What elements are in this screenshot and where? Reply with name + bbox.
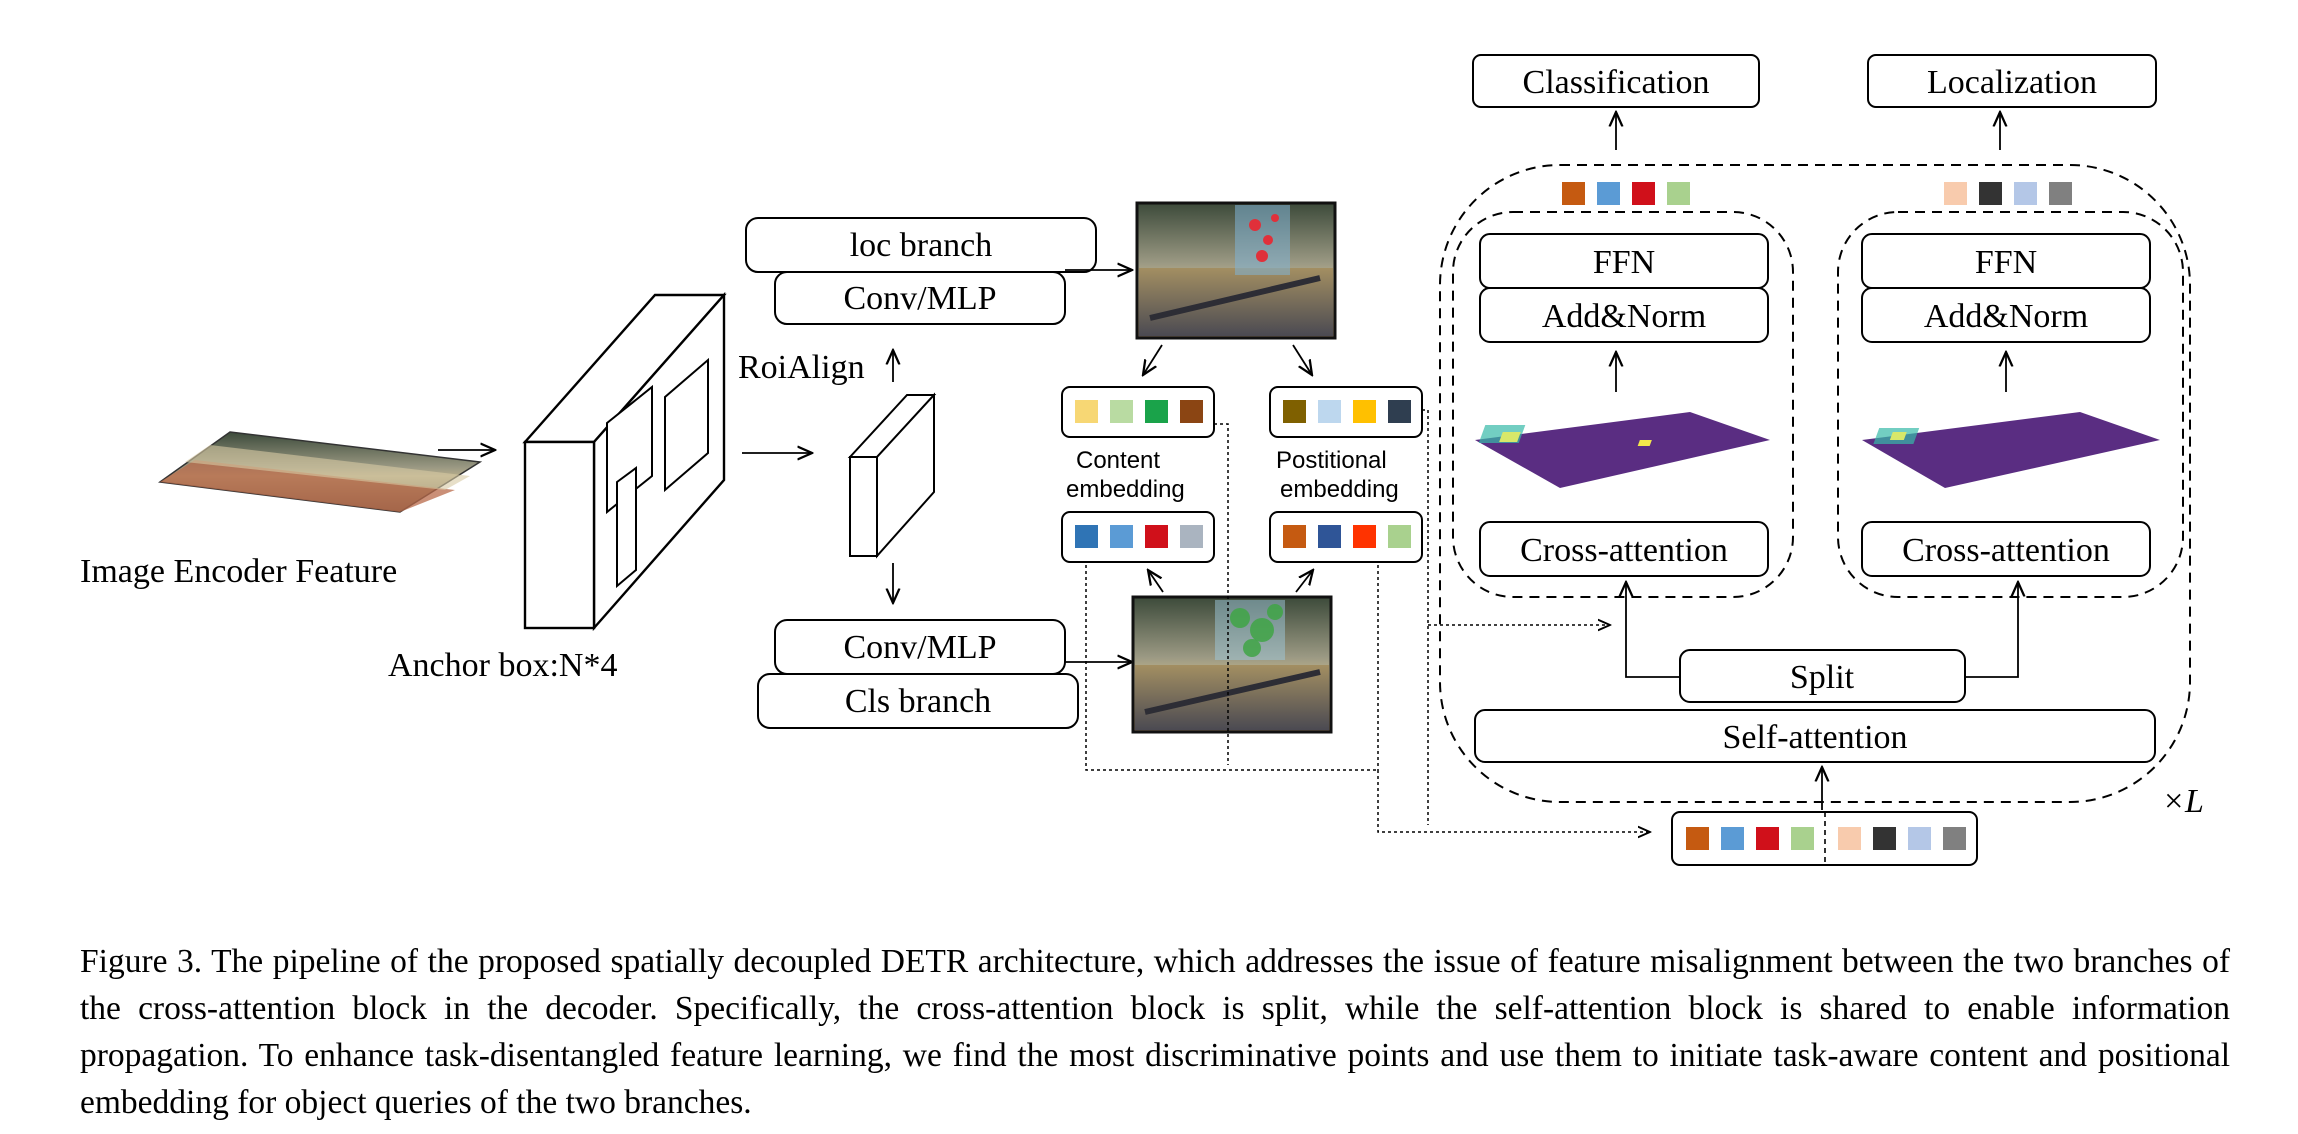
color-swatch <box>1686 827 1709 850</box>
localization-label: Localization <box>1927 64 2097 101</box>
arrow-split-to-right <box>1965 582 2018 678</box>
cls-branch-label: Cls branch <box>845 683 991 720</box>
addnorm-left-box <box>1479 287 1769 343</box>
encoder-feature-image <box>158 431 483 513</box>
color-swatch <box>1388 525 1411 548</box>
positional-embedding-top-swatches <box>1283 400 1411 423</box>
conv-mlp-bottom-label: Conv/MLP <box>843 629 996 666</box>
color-swatch <box>1353 525 1376 548</box>
dotted-content-top <box>1214 423 1229 765</box>
cross-attention-left-label: Cross-attention <box>1520 532 1728 569</box>
color-swatch <box>1667 182 1690 205</box>
classification-label: Classification <box>1523 64 1710 101</box>
architecture-diagram: Image Encoder Feature Anchor box:N*4 Roi… <box>80 54 2204 866</box>
self-attention-label: Self-attention <box>1722 719 1907 756</box>
color-swatch <box>1110 400 1133 423</box>
color-swatch <box>1110 525 1133 548</box>
content-embedding-bottom <box>1061 511 1215 563</box>
addnorm-right-label: Add&Norm <box>1924 298 2088 335</box>
arrow-photo-to-positional <box>1292 344 1312 375</box>
content-embedding-top-swatches <box>1075 400 1203 423</box>
color-swatch <box>1562 182 1585 205</box>
color-swatch <box>1075 400 1098 423</box>
color-swatch <box>1318 400 1341 423</box>
object-query-loc-swatches <box>1838 827 1966 850</box>
split-box <box>1679 649 1966 703</box>
encoder-block <box>522 291 727 632</box>
cls-branch-group <box>1452 211 1794 598</box>
figure-caption: Figure 3. The pipeline of the proposed s… <box>80 943 2230 1121</box>
color-swatch <box>1873 827 1896 850</box>
positional-embedding-bottom <box>1269 511 1423 563</box>
image-encoder-feature-label: Image Encoder Feature <box>80 553 397 590</box>
color-swatch <box>1318 525 1341 548</box>
dotted-content-bottom <box>1085 565 1378 771</box>
color-swatch <box>1632 182 1655 205</box>
color-swatch <box>1353 400 1376 423</box>
positional-embedding-bottom-swatches <box>1283 525 1411 548</box>
color-swatch <box>1075 525 1098 548</box>
ffn-left-label: FFN <box>1593 244 1655 281</box>
roialign-label: RoiAlign <box>738 349 865 386</box>
dotted-positional-top <box>1422 409 1429 825</box>
decoder-layer-group <box>1439 164 2191 803</box>
color-swatch <box>1908 827 1931 850</box>
color-swatch <box>1180 525 1203 548</box>
color-swatch <box>2049 182 2072 205</box>
cls-branch-box <box>757 673 1079 729</box>
arrow-split-to-left <box>1626 582 1680 678</box>
cross-attention-left-box <box>1479 521 1769 577</box>
cls-attention-photo <box>1131 595 1333 734</box>
addnorm-right-box <box>1861 287 2151 343</box>
loc-attention-photo <box>1135 201 1337 340</box>
color-swatch <box>1145 400 1168 423</box>
color-swatch <box>1979 182 2002 205</box>
color-swatch <box>1283 400 1306 423</box>
dotted-to-query <box>1377 770 1650 832</box>
cross-attention-right-box <box>1861 521 2151 577</box>
color-swatch <box>2014 182 2037 205</box>
self-attention-box <box>1474 709 2156 763</box>
classification-box <box>1472 54 1760 108</box>
ffn-right-label: FFN <box>1975 244 2037 281</box>
arrow-cls-photo-to-positional <box>1295 570 1313 593</box>
loc-branch-group <box>1837 211 2184 598</box>
object-query-cls-swatches <box>1686 827 1814 850</box>
loc-branch-label: loc branch <box>850 227 993 264</box>
arrow-photo-to-content <box>1143 344 1163 375</box>
conv-mlp-top-label: Conv/MLP <box>843 280 996 317</box>
positional-embedding-label-2: embedding <box>1280 476 1399 503</box>
color-swatch <box>1943 827 1966 850</box>
color-swatch <box>1756 827 1779 850</box>
cross-attention-right-label: Cross-attention <box>1902 532 2110 569</box>
color-swatch <box>1283 525 1306 548</box>
arrow-cls-photo-to-content <box>1148 570 1164 593</box>
roi-feature-block <box>847 392 937 559</box>
color-swatch <box>1838 827 1861 850</box>
content-embedding-top <box>1061 386 1215 438</box>
color-swatch <box>1721 827 1744 850</box>
color-swatch <box>1180 400 1203 423</box>
content-embedding-label-1: Content <box>1076 447 1160 474</box>
content-embedding-bottom-swatches <box>1075 525 1203 548</box>
color-swatch <box>1597 182 1620 205</box>
repeat-label: ×L <box>2162 783 2204 820</box>
color-swatch <box>1145 525 1168 548</box>
classification-query-swatches <box>1562 182 1690 205</box>
attention-heatmap-right <box>1862 412 2160 488</box>
color-swatch <box>1388 400 1411 423</box>
positional-embedding-label-1: Postitional <box>1276 447 1387 474</box>
addnorm-left-label: Add&Norm <box>1542 298 1706 335</box>
color-swatch <box>1944 182 1967 205</box>
anchor-box-label: Anchor box:N*4 <box>388 647 617 684</box>
localization-box <box>1867 54 2157 108</box>
attention-heatmap-left <box>1475 412 1770 488</box>
split-label: Split <box>1790 659 1855 696</box>
content-embedding-label-2: embedding <box>1066 476 1185 503</box>
positional-embedding-top <box>1269 386 1423 438</box>
localization-query-swatches <box>1944 182 2072 205</box>
conv-mlp-top-box <box>774 271 1066 325</box>
color-swatch <box>1791 827 1814 850</box>
